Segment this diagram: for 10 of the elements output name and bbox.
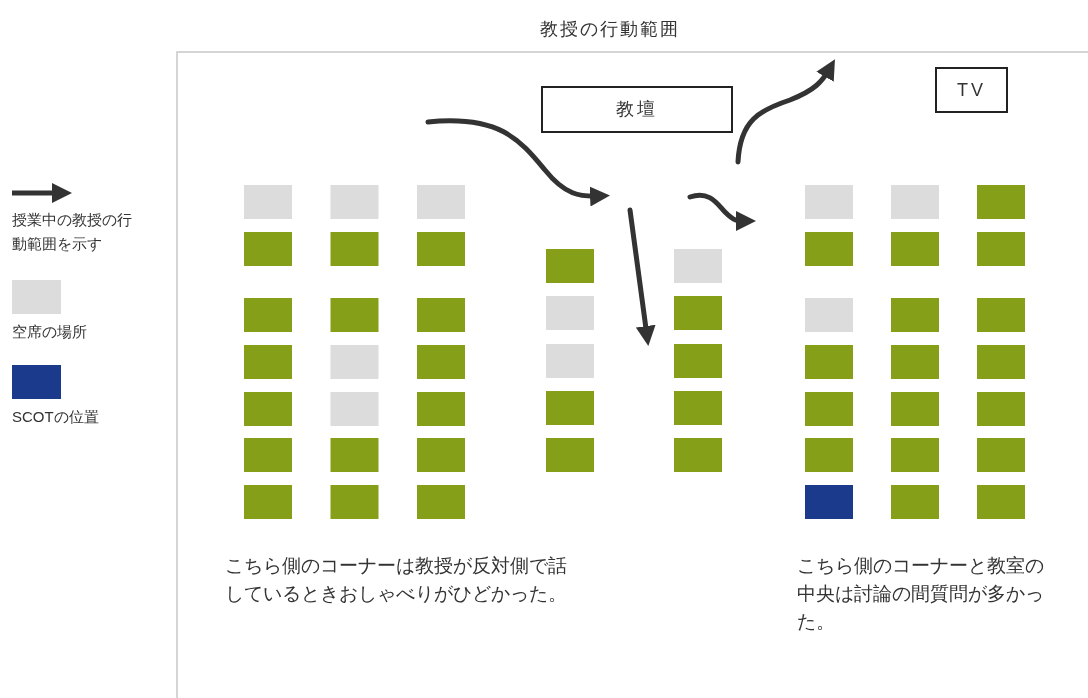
box-label: TV <box>957 78 986 102</box>
legend-text: SCOTの位置 <box>12 407 100 427</box>
diagram-title: 教授の行動範囲 <box>540 18 680 41</box>
box-label: 教壇 <box>616 98 658 121</box>
legend-text: 空席の場所 <box>12 322 88 342</box>
note-text: こちら側のコーナーと教室の中央は討論の間質問が多かった。 <box>797 554 1045 634</box>
label-box <box>935 67 1008 113</box>
legend-text: 授業中の教授の行動範囲を示す <box>12 210 133 254</box>
label-box <box>541 86 733 133</box>
note-text: こちら側のコーナーは教授が反対側で話しているときおしゃべりがひどかった。 <box>225 554 568 606</box>
